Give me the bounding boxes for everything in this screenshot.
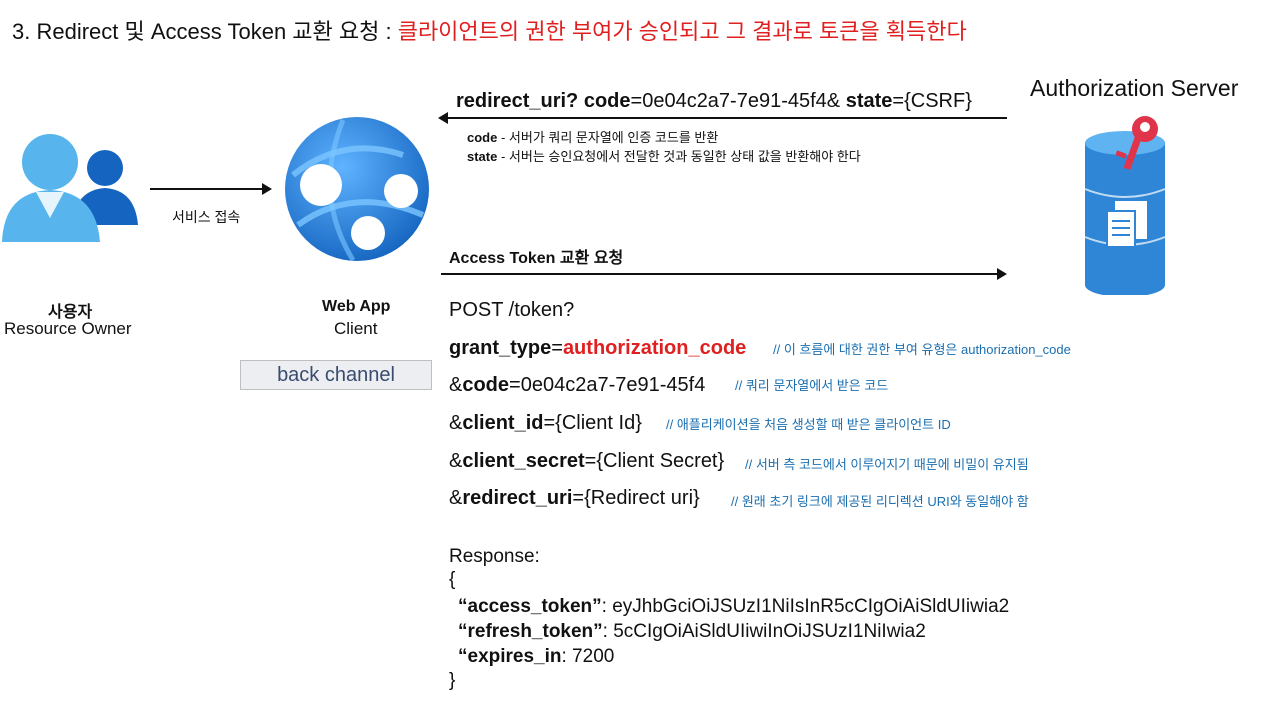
cid-amp: &	[449, 412, 463, 434]
access-token-value: : eyJhbGciOiJSUzI1NiIsInR5cCIgOiAiSldUIi…	[601, 596, 1010, 617]
redirect-key2: state	[845, 90, 893, 112]
code-line: &code=0e04c2a7-7e91-45f4	[449, 374, 705, 397]
client-secret-comment: // 서버 측 코드에서 이루어지기 때문에 비밀이 유지됨	[745, 457, 1029, 472]
redirect-eq1: =0e04c2a7-7e91-45f4&	[630, 90, 846, 112]
redirect-key1: redirect_uri? code	[456, 90, 631, 112]
post-line: POST /token?	[449, 299, 575, 321]
refresh-token-key: “refresh_token”	[458, 621, 603, 642]
code-desc: code - 서버가 쿼리 문자열에 인증 코드를 반환	[467, 127, 718, 146]
client-id-comment: // 애플리케이션을 처음 생성할 때 받은 클라이언트 ID	[666, 417, 951, 432]
users-icon	[2, 134, 138, 242]
webapp-name: Web App	[322, 298, 391, 315]
secret-key: client_secret	[462, 450, 585, 472]
response-open-brace: {	[449, 569, 456, 590]
access-token-key: “access_token”	[458, 596, 602, 617]
web-app-icon	[285, 117, 429, 262]
grant-type-line: grant_type=authorization_code	[449, 337, 746, 360]
grant-value: authorization_code	[562, 337, 747, 359]
state-desc-text: - 서버는 승인요청에서 전달한 것과 동일한 상태 값을 반환해야 한다	[497, 149, 861, 164]
cid-value: ={Client Id}	[543, 412, 642, 434]
client-id-line: &client_id={Client Id}	[449, 412, 642, 435]
title-prefix: 3. Redirect 및 Access Token 교환 요청 :	[12, 19, 398, 44]
back-channel-box: back channel	[240, 360, 432, 390]
redirect-eq2: ={CSRF}	[892, 90, 972, 112]
ruri-value: ={Redirect uri}	[572, 487, 700, 509]
expires-in-key: “expires_in	[458, 646, 562, 667]
code-key: code	[462, 374, 510, 396]
code-comment: // 쿼리 문자열에서 받은 코드	[735, 378, 889, 393]
grant-key: grant_type	[449, 337, 552, 359]
cid-key: client_id	[462, 412, 544, 434]
secret-amp: &	[449, 450, 463, 472]
code-desc-key: code	[467, 130, 498, 145]
secret-value: ={Client Secret}	[584, 450, 725, 472]
expires-in-value: : 7200	[561, 646, 615, 667]
service-access-label: 서비스 접속	[172, 209, 241, 225]
user-name: 사용자	[48, 304, 93, 321]
client-secret-line: &client_secret={Client Secret}	[449, 450, 724, 473]
redirect-uri-line: redirect_uri? code=0e04c2a7-7e91-45f4& s…	[456, 90, 972, 113]
redirect-arrow	[438, 112, 1007, 124]
page-title: 3. Redirect 및 Access Token 교환 요청 : 클라이언트…	[12, 14, 967, 46]
service-access-arrow	[150, 183, 272, 195]
redirect-uri-comment: // 원래 초기 링크에 제공된 리디렉션 URI와 동일해야 함	[731, 494, 1029, 509]
code-desc-text: - 서버가 쿼리 문자열에 인증 코드를 반환	[497, 130, 719, 145]
code-amp: &	[449, 374, 463, 396]
response-label: Response:	[449, 546, 540, 567]
exchange-label: Access Token 교환 요청	[449, 250, 624, 267]
title-highlight: 클라이언트의 권한 부여가 승인되고 그 결과로 토큰을 획득한다	[397, 19, 967, 44]
grant-eq: =	[551, 337, 563, 359]
auth-server-name: Authorization Server	[1030, 75, 1239, 101]
ruri-key: redirect_uri	[462, 487, 573, 509]
grant-comment: // 이 흐름에 대한 권한 부여 유형은 authorization_code	[773, 342, 1071, 357]
webapp-role: Client	[334, 319, 378, 338]
exchange-arrow	[441, 268, 1007, 280]
state-desc-key: state	[467, 149, 498, 164]
state-desc: state - 서버는 승인요청에서 전달한 것과 동일한 상태 값을 반환해야…	[467, 146, 861, 165]
ruri-amp: &	[449, 487, 463, 509]
redirect-uri-param-line: &redirect_uri={Redirect uri}	[449, 487, 700, 510]
expires-in-line: “expires_in: 7200	[458, 646, 614, 668]
refresh-token-value: : 5cCIgOiAiSldUIiwiInOiJSUzI1NiIwia2	[602, 621, 926, 642]
response-close-brace: }	[449, 670, 456, 691]
access-token-line: “access_token”: eyJhbGciOiJSUzI1NiIsInR5…	[458, 596, 1009, 618]
refresh-token-line: “refresh_token”: 5cCIgOiAiSldUIiwiInOiJS…	[458, 621, 926, 643]
key-icon	[1115, 116, 1158, 170]
code-value: =0e04c2a7-7e91-45f4	[509, 374, 706, 396]
user-role: Resource Owner	[4, 319, 132, 338]
